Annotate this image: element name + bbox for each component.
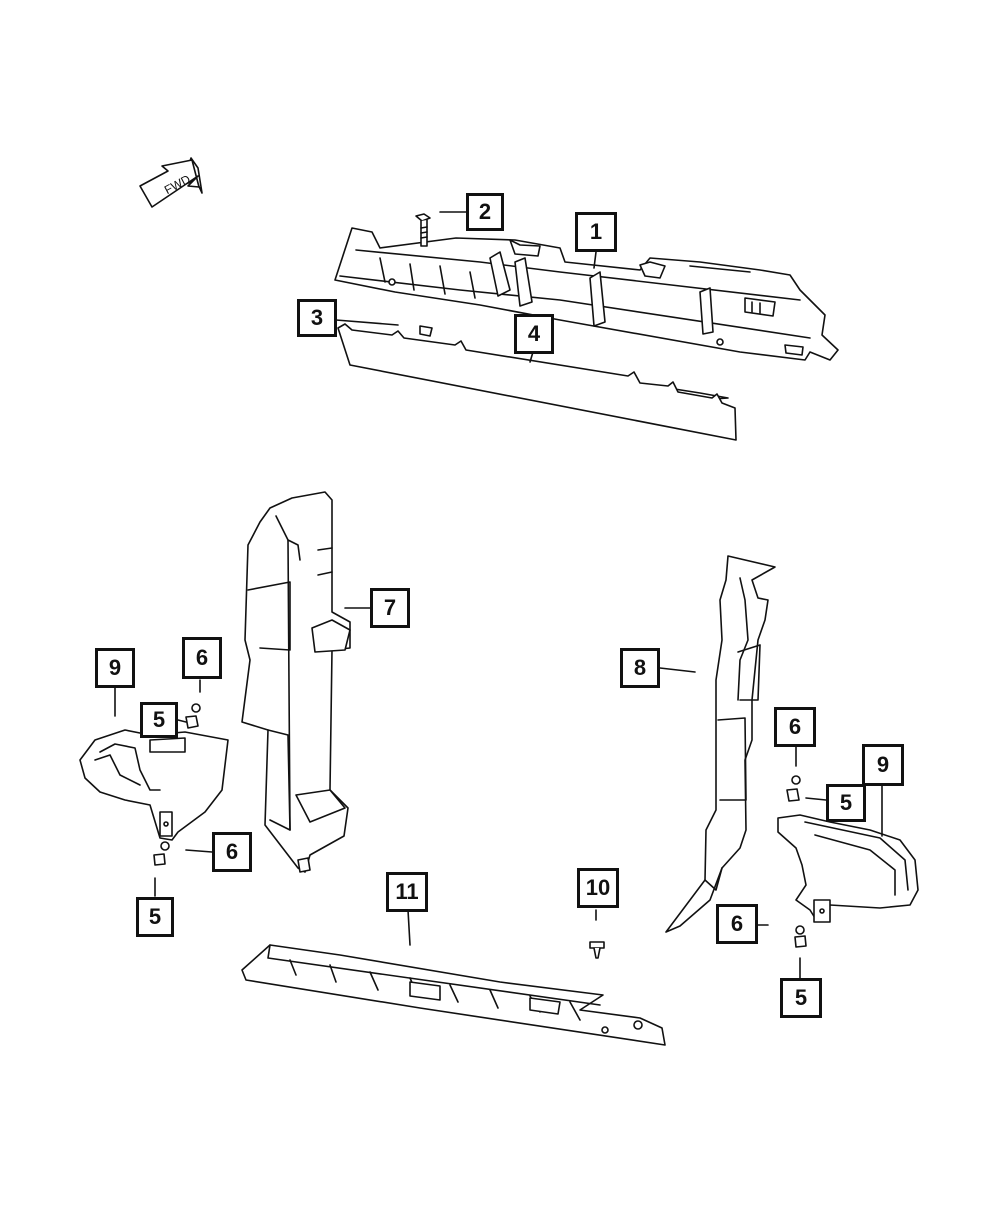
part-9-right-duct	[777, 814, 919, 923]
callout-7[interactable]: 7	[370, 588, 410, 628]
fastener-screw-6-upper-left	[191, 703, 201, 713]
fastener-nut-5-upper-left	[185, 715, 199, 729]
callout-3[interactable]: 3	[297, 299, 337, 337]
callout-10[interactable]: 10	[577, 868, 619, 908]
fastener-nut-5-lower-left	[153, 853, 166, 866]
fastener-screw-6-upper-right	[791, 775, 801, 785]
callout-9-right[interactable]: 9	[862, 744, 904, 786]
part-9-left-duct	[79, 729, 229, 841]
part-2-bolt	[415, 213, 431, 247]
fastener-screw-6-lower-right	[795, 925, 805, 935]
callout-4[interactable]: 4	[514, 314, 554, 354]
callout-6-upper-left[interactable]: 6	[182, 637, 222, 679]
callout-9-left[interactable]: 9	[95, 648, 135, 688]
callout-5-lower-left[interactable]: 5	[136, 897, 174, 937]
callout-1[interactable]: 1	[575, 212, 617, 252]
callout-6-lower-right[interactable]: 6	[716, 904, 758, 944]
callout-11[interactable]: 11	[386, 872, 428, 912]
fastener-nut-5-upper-right	[786, 788, 800, 802]
callout-2[interactable]: 2	[466, 193, 504, 231]
part-10-push-pin	[589, 941, 605, 959]
fwd-arrow-icon: FWD	[139, 157, 203, 208]
callout-8[interactable]: 8	[620, 648, 660, 688]
callout-5-upper-left[interactable]: 5	[140, 702, 178, 738]
part-7-left-air-baffle	[241, 491, 351, 873]
part-1-upper-crossmember	[334, 227, 839, 361]
part-3-air-deflector	[337, 323, 737, 441]
leader-lines	[114, 211, 883, 979]
callout-5-lower-right[interactable]: 5	[780, 978, 822, 1018]
part-11-lower-shield	[241, 944, 666, 1046]
fastener-screw-6-lower-left	[160, 841, 170, 851]
callout-6-lower-left[interactable]: 6	[212, 832, 252, 872]
part-8-right-air-baffle	[665, 555, 776, 933]
callout-5-upper-right[interactable]: 5	[826, 784, 866, 822]
callout-6-upper-right[interactable]: 6	[774, 707, 816, 747]
fastener-nut-5-lower-right	[794, 935, 807, 948]
